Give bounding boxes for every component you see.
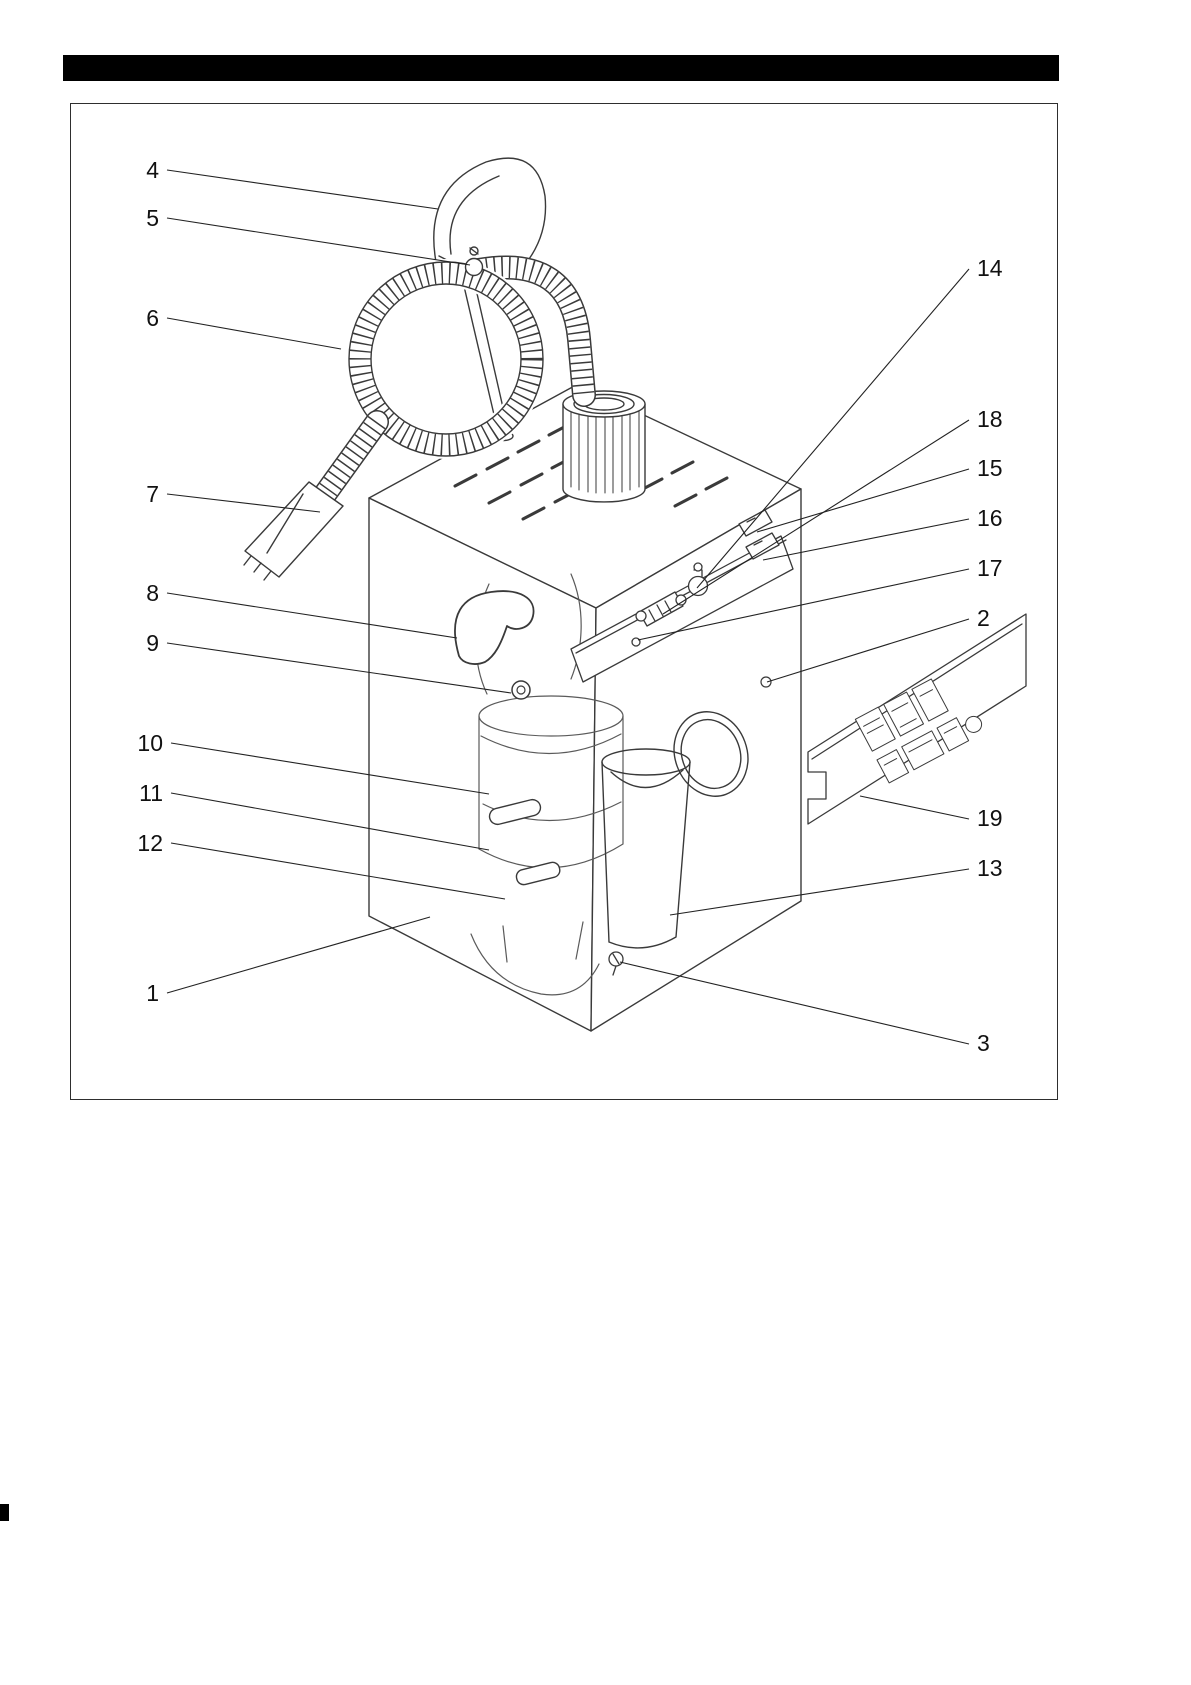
callout-5: 5 (146, 205, 159, 231)
callout-16: 16 (977, 505, 1003, 531)
control-plate (570, 535, 794, 683)
page-corner-mark (0, 1504, 9, 1521)
header-bar (63, 55, 1059, 81)
leader-lines (166, 169, 970, 1045)
callout-7: 7 (146, 481, 159, 507)
plate-screw (631, 637, 641, 647)
container-slot-lower (515, 861, 561, 886)
parts-diagram-frame: 4 5 6 7 8 9 10 11 12 1 14 18 15 16 17 2 … (70, 103, 1058, 1100)
shaker-knob-center (516, 685, 526, 695)
callout-numbers: 4 5 6 7 8 9 10 11 12 1 14 18 15 16 17 2 … (137, 157, 1002, 1056)
callout-6: 6 (146, 305, 159, 331)
machine-illustration (243, 157, 1027, 1032)
drain-cap (608, 951, 624, 976)
cabinet-interior (454, 573, 772, 996)
callout-15: 15 (977, 455, 1003, 481)
parts-diagram: 4 5 6 7 8 9 10 11 12 1 14 18 15 16 17 2 … (137, 157, 1027, 1056)
solenoid-knob (693, 562, 703, 572)
container-slot-upper (488, 798, 542, 826)
suction-motor (562, 390, 646, 503)
floor-nozzle (243, 481, 344, 581)
callout-9: 9 (146, 630, 159, 656)
callout-18: 18 (977, 406, 1003, 432)
callout-12: 12 (137, 830, 163, 856)
callout-19: 19 (977, 805, 1003, 831)
callout-2: 2 (977, 605, 990, 631)
switch-block-2 (745, 532, 780, 560)
callout-8: 8 (146, 580, 159, 606)
callout-1: 1 (146, 980, 159, 1006)
callout-10: 10 (137, 730, 163, 756)
callout-3: 3 (977, 1030, 990, 1056)
collection-bucket-body (601, 761, 691, 949)
motor-fins (570, 406, 640, 494)
callout-17: 17 (977, 555, 1003, 581)
callout-13: 13 (977, 855, 1003, 881)
liner-bottom (470, 921, 600, 996)
motor-body (562, 403, 646, 503)
callout-11: 11 (139, 780, 163, 806)
pump-end-cap (635, 610, 647, 622)
side-panel (807, 613, 1027, 825)
switch-marks (746, 517, 763, 546)
label-stickers (854, 678, 983, 784)
handle-grip (454, 590, 535, 665)
pump-unit (638, 591, 684, 627)
hose-coupling (464, 246, 484, 277)
suction-hose (311, 255, 596, 509)
shaker-knob (511, 680, 531, 700)
callout-4: 4 (146, 157, 159, 183)
housing-screw (760, 676, 772, 688)
callout-14: 14 (977, 255, 1003, 281)
side-port-hole (673, 711, 749, 797)
